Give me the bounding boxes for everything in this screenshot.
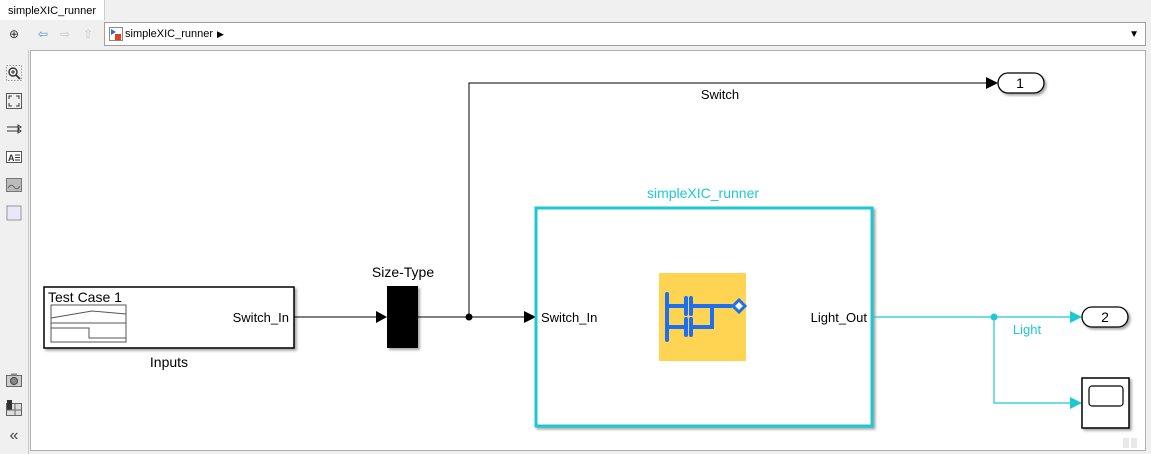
area-icon[interactable]	[5, 204, 23, 222]
ladder-logic-icon	[659, 273, 748, 361]
inputs-block[interactable]: Test Case 1 Switch_In	[43, 286, 295, 349]
camera-icon[interactable]	[5, 371, 23, 389]
annotation-icon[interactable]: A	[5, 148, 23, 166]
model-icon	[109, 27, 123, 41]
scope-screen-icon	[1088, 385, 1124, 407]
light-signal-label[interactable]: Light	[1013, 322, 1042, 337]
svg-text:A: A	[8, 153, 15, 163]
back-arrow-icon[interactable]: ⇦	[37, 27, 49, 41]
property-inspector-icon[interactable]	[5, 399, 23, 417]
outport-1-label: 1	[1016, 75, 1024, 91]
subsystem-in-port-label: Switch_In	[541, 310, 597, 325]
tab-bar: simpleXIC_runner	[0, 0, 1151, 21]
collapse-palette-icon[interactable]: «	[9, 427, 19, 444]
chevron-down-icon[interactable]: ▼	[1129, 29, 1139, 40]
image-icon[interactable]	[5, 176, 23, 194]
tab-simplexic-runner[interactable]: simpleXIC_runner	[0, 0, 106, 20]
switch-signal-label[interactable]: Switch	[701, 87, 739, 102]
size-type-block[interactable]	[387, 286, 418, 348]
forward-arrow-icon[interactable]: ⇨	[59, 27, 71, 41]
outport-1[interactable]: 1	[997, 72, 1045, 94]
switch-signal-lines[interactable]	[294, 77, 998, 323]
simplexic-runner-subsystem[interactable]: Switch_In Light_Out	[534, 206, 874, 428]
fit-to-view-icon[interactable]	[5, 92, 23, 110]
outport-2[interactable]: 2	[1081, 306, 1129, 328]
subsystem-name[interactable]: simpleXIC_runner	[647, 185, 759, 201]
model-canvas[interactable]: Test Case 1 Switch_In Inputs Size-Type S…	[30, 50, 1146, 451]
signal-builder-icon	[50, 304, 127, 343]
address-bar[interactable]: simpleXIC_runner ▶ ▼	[104, 22, 1146, 46]
zoom-in-icon[interactable]	[5, 64, 23, 82]
subsystem-out-port-label: Light_Out	[811, 310, 868, 325]
test-case-label: Test Case 1	[48, 289, 122, 305]
resize-grip-icon[interactable]	[1123, 438, 1137, 448]
outport-2-label: 2	[1101, 309, 1109, 325]
hide-browser-icon[interactable]: ⊕	[8, 27, 20, 41]
address-path[interactable]: simpleXIC_runner	[125, 28, 214, 40]
light-signal-lines[interactable]	[872, 311, 1082, 409]
size-type-block-name[interactable]: Size-Type	[372, 264, 434, 280]
inputs-block-name[interactable]: Inputs	[150, 354, 188, 370]
signal-routing-icon[interactable]	[5, 120, 23, 138]
scope-block[interactable]	[1081, 377, 1130, 429]
tool-palette: A «	[0, 50, 29, 454]
inputs-port-label: Switch_In	[233, 310, 289, 325]
up-arrow-icon[interactable]: ⇧	[82, 27, 94, 41]
breadcrumb-arrow-icon[interactable]: ▶	[217, 29, 224, 39]
